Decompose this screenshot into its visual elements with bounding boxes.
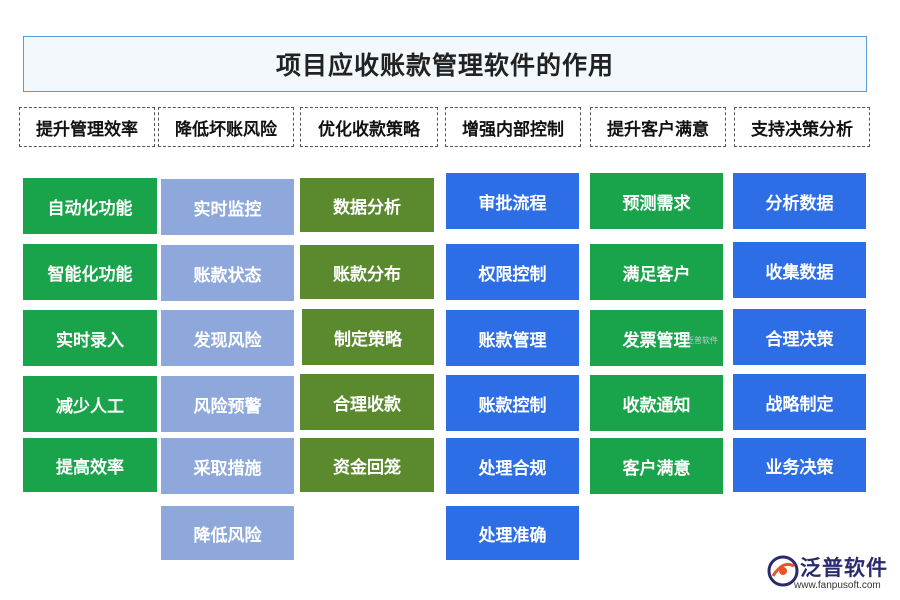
box-col5-item5: 客户满意 (590, 438, 723, 494)
box-col1-item5: 提高效率 (23, 438, 157, 492)
header-col-6: 支持决策分析 (734, 107, 870, 147)
header-col-4: 增强内部控制 (445, 107, 581, 147)
header-col-2: 降低坏账风险 (158, 107, 294, 147)
box-col3-item1: 数据分析 (300, 178, 434, 232)
box-col5-item2: 满足客户 (590, 244, 723, 300)
logo-name: 泛普软件 (800, 556, 888, 580)
header-col-1: 提升管理效率 (19, 107, 155, 147)
box-col5-item1: 预测需求 (590, 173, 723, 229)
box-col4-item2: 权限控制 (446, 244, 579, 300)
box-col2-item6: 降低风险 (161, 506, 294, 560)
box-col3-item3: 制定策略 (302, 309, 434, 365)
box-col3-item2: 账款分布 (300, 245, 434, 299)
box-col6-item4: 战略制定 (733, 374, 866, 430)
header-col-3: 优化收款策略 (300, 107, 438, 147)
box-col6-item2: 收集数据 (733, 242, 866, 298)
box-col5-item3: 发票管理 (590, 310, 723, 366)
box-col1-item4: 减少人工 (23, 376, 157, 432)
logo-mark-icon (767, 555, 799, 587)
box-col4-item5: 处理合规 (446, 438, 579, 494)
box-col2-item4: 风险预警 (161, 376, 294, 432)
box-col2-item5: 采取措施 (161, 438, 294, 494)
box-col2-item3: 发现风险 (161, 310, 294, 366)
box-col1-item1: 自动化功能 (23, 178, 157, 234)
box-col2-item1: 实时监控 (161, 179, 294, 235)
brand-logo: 泛普软件 www.fanpusoft.com (758, 548, 893, 596)
box-col4-item4: 账款控制 (446, 375, 579, 431)
header-col-5: 提升客户满意 (590, 107, 726, 147)
diagram-title: 项目应收账款管理软件的作用 (23, 36, 867, 92)
box-col6-item1: 分析数据 (733, 173, 866, 229)
box-col6-item5: 业务决策 (733, 438, 866, 492)
box-col6-item3: 合理决策 (733, 309, 866, 365)
logo-url: www.fanpusoft.com (794, 580, 881, 591)
box-col4-item1: 审批流程 (446, 173, 579, 229)
watermark-text: 泛普软件 (686, 336, 718, 345)
box-col2-item2: 账款状态 (161, 245, 294, 301)
box-col1-item3: 实时录入 (23, 310, 157, 366)
box-col1-item2: 智能化功能 (23, 244, 157, 300)
box-col4-item3: 账款管理 (446, 310, 579, 366)
box-col3-item5: 资金回笼 (300, 438, 434, 492)
box-col4-item6: 处理准确 (446, 506, 579, 560)
box-col5-item4: 收款通知 (590, 375, 723, 431)
box-col3-item4: 合理收款 (300, 374, 434, 430)
